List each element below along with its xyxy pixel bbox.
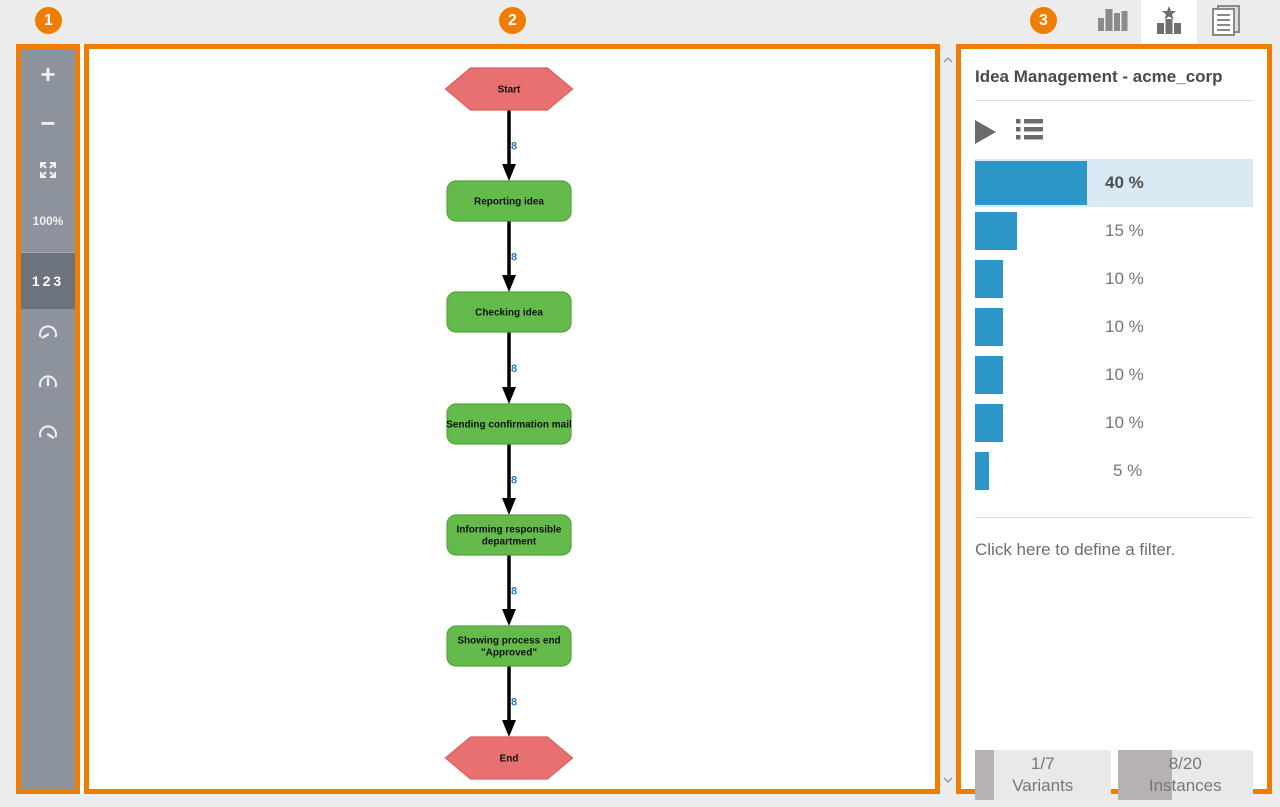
variant-bar[interactable]: [975, 308, 1003, 346]
performance-medium-button[interactable]: [21, 363, 75, 407]
tab-cases-log[interactable]: [1197, 0, 1253, 44]
edge-frequency-label: 8: [511, 697, 517, 709]
flow-edge: 8: [502, 666, 517, 737]
edge-frequency-label: 8: [511, 363, 517, 375]
flow-node-end[interactable]: End: [444, 736, 574, 780]
frequency-mode-button[interactable]: 123: [21, 253, 75, 309]
scroll-up-icon[interactable]: [943, 50, 953, 68]
variant-percent-label: 10 %: [1105, 365, 1144, 384]
variants-star-chart-icon: [1153, 5, 1185, 40]
flow-node-label: Informing responsible: [456, 525, 561, 536]
edge-frequency-label: 8: [511, 252, 517, 264]
bar-chart-icon: [1096, 6, 1130, 38]
flow-node-label: Checking idea: [475, 308, 543, 319]
tab-variants[interactable]: [1141, 0, 1197, 44]
performance-low-button[interactable]: [21, 313, 75, 357]
panel-divider: [975, 517, 1253, 518]
variant-list: 40 % 15 % 10 % 10 % 10 % 10 % 5 %: [975, 159, 1253, 495]
zoom-level-label: 100%: [32, 214, 64, 228]
zoom-out-button[interactable]: −: [21, 101, 75, 145]
flow-node-label: "Approved": [481, 648, 537, 659]
flow-node-label: Reporting idea: [474, 197, 544, 208]
toolbar-separator: [21, 252, 75, 253]
flow-node-label: Start: [498, 85, 521, 96]
variant-bar[interactable]: [975, 404, 1003, 442]
variant-row[interactable]: 5 %: [975, 447, 1253, 495]
document-pages-icon: [1208, 4, 1242, 41]
expand-arrows-icon: [37, 159, 59, 186]
variant-percent-label: 5 %: [1113, 461, 1143, 480]
variant-row[interactable]: 10 %: [975, 351, 1253, 399]
variant-row[interactable]: 10 %: [975, 255, 1253, 303]
variant-bar[interactable]: [975, 452, 989, 490]
variant-bar[interactable]: [975, 212, 1017, 250]
tab-map-statistics[interactable]: [1085, 0, 1141, 44]
flow-edge: 8: [502, 444, 517, 515]
map-toolbar: + − 100% 123: [16, 44, 80, 794]
scroll-down-icon[interactable]: [943, 770, 953, 788]
flow-node-reporting-idea[interactable]: Reporting idea: [446, 180, 572, 222]
edge-frequency-label: 8: [511, 475, 517, 487]
flow-node-checking-idea[interactable]: Checking idea: [446, 291, 572, 333]
flow-edge: 8: [502, 555, 517, 626]
flow-node-label: End: [500, 754, 519, 765]
stat-fill: [1117, 750, 1172, 800]
annotation-badge-1: 1: [35, 7, 62, 34]
flow-node-sending-confirmation-mail[interactable]: Sending confirmation mail: [446, 403, 572, 445]
variant-percent-label: 10 %: [1105, 317, 1144, 336]
flow-node-label: Showing process end: [457, 636, 560, 647]
variants-panel: Idea Management - acme_corp 40 % 15 % 10 %…: [956, 44, 1272, 800]
stat-fill: [975, 750, 995, 800]
variant-percent-label: 40 %: [1105, 173, 1144, 192]
panel-divider: [975, 100, 1253, 101]
flow-node-showing-process-end-approved[interactable]: Showing process end"Approved": [446, 625, 572, 667]
edge-frequency-label: 8: [511, 141, 517, 153]
variant-row[interactable]: 10 %: [975, 399, 1253, 447]
region-gap: [80, 44, 84, 794]
canvas-scrollbar[interactable]: [940, 44, 956, 794]
performance-gauge-low-icon: [35, 323, 61, 348]
view-tabs: [1085, 0, 1253, 44]
variant-row[interactable]: 40 %: [975, 159, 1253, 207]
variant-percent-label: 10 %: [1105, 413, 1144, 432]
variant-bar[interactable]: [975, 356, 1003, 394]
edge-frequency-label: 8: [511, 586, 517, 598]
play-animation-button[interactable]: [975, 120, 996, 144]
flow-node-label: Sending confirmation mail: [446, 420, 572, 431]
annotation-badge-3: 3: [1030, 7, 1057, 34]
variant-percent-label: 10 %: [1105, 269, 1144, 288]
flow-node-label: department: [482, 537, 537, 548]
fit-to-screen-button[interactable]: [21, 150, 75, 194]
variant-bar[interactable]: [975, 161, 1087, 205]
zoom-in-icon: +: [40, 59, 56, 89]
zoom-in-button[interactable]: +: [21, 52, 75, 96]
zoom-out-icon: −: [40, 107, 56, 138]
flow-edge: 8: [502, 332, 517, 404]
panel-title: Idea Management - acme_corp: [975, 67, 1223, 86]
variant-percent-label: 15 %: [1105, 221, 1144, 240]
performance-gauge-high-icon: [35, 423, 61, 448]
filter-prompt[interactable]: Click here to define a filter.: [975, 540, 1176, 559]
flow-edge: 8: [502, 110, 517, 181]
variant-row[interactable]: 15 %: [975, 207, 1253, 255]
annotation-badge-2: 2: [499, 7, 526, 34]
flow-node-start[interactable]: Start: [444, 67, 574, 111]
performance-gauge-medium-icon: [35, 373, 61, 398]
flow-edge: 8: [502, 221, 517, 292]
variant-list-icon[interactable]: [1016, 118, 1043, 146]
performance-high-button[interactable]: [21, 413, 75, 457]
variant-row[interactable]: 10 %: [975, 303, 1253, 351]
variant-bar[interactable]: [975, 260, 1003, 298]
zoom-level-button[interactable]: 100%: [21, 199, 75, 243]
